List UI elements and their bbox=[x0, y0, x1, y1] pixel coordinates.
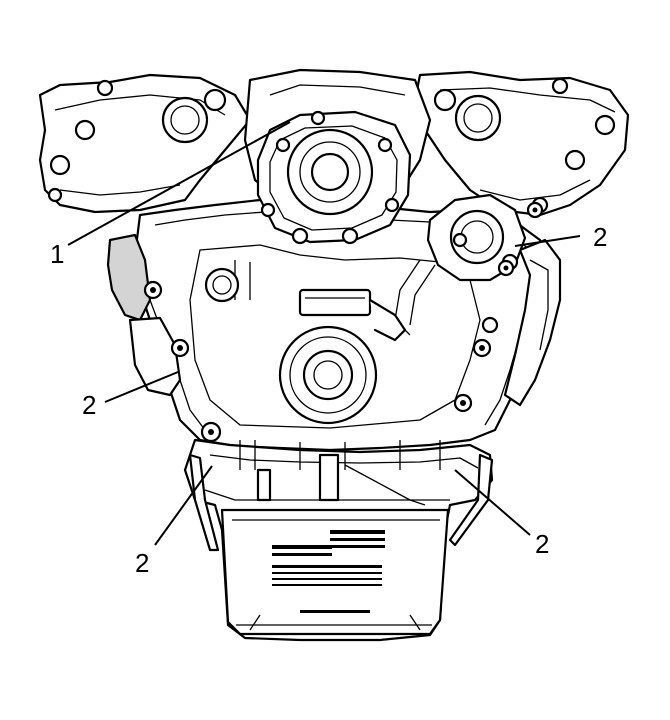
leader-2-right bbox=[514, 235, 581, 247]
upper-pulley bbox=[256, 110, 412, 245]
callout-2-bottom-right: 2 bbox=[535, 529, 549, 559]
callout-1: 1 bbox=[50, 239, 64, 269]
leader-1 bbox=[67, 121, 291, 246]
callouts: 1 2 2 2 2 bbox=[50, 222, 607, 578]
callout-2-right: 2 bbox=[593, 222, 607, 252]
engine-block bbox=[38, 68, 630, 217]
leader-2-bottom-left bbox=[154, 465, 213, 546]
crankshaft-seal bbox=[204, 260, 407, 425]
leader-2-left bbox=[104, 371, 179, 403]
oil-pan bbox=[183, 438, 494, 642]
leader-2-bottom-right bbox=[454, 469, 531, 536]
idler-assembly bbox=[394, 193, 527, 336]
callout-2-bottom-left: 2 bbox=[135, 548, 149, 578]
leader-lines bbox=[67, 121, 581, 546]
callout-2-left: 2 bbox=[82, 390, 96, 420]
